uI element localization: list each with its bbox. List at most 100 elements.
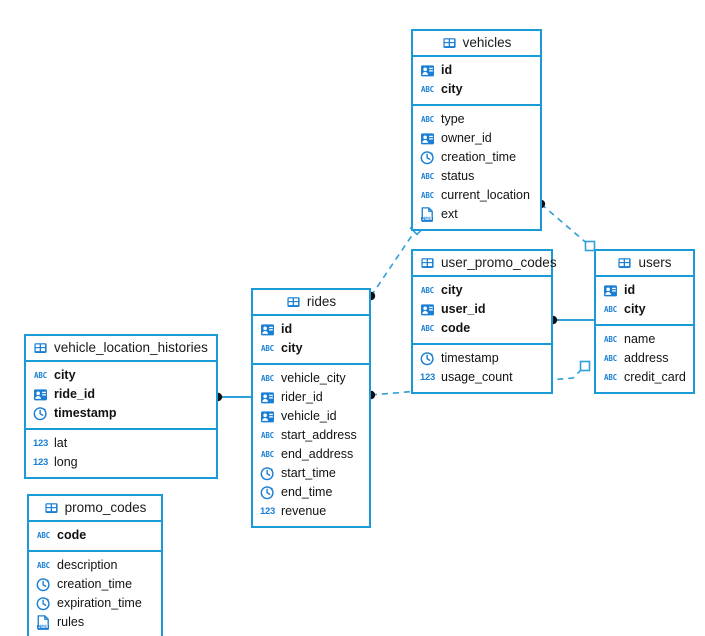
id-badge-icon bbox=[33, 387, 48, 402]
field-row[interactable]: ABC start_address bbox=[253, 426, 369, 445]
table-header-users[interactable]: users bbox=[596, 251, 693, 277]
table-header-user_promo_codes[interactable]: user_promo_codes bbox=[413, 251, 557, 277]
table-icon bbox=[442, 36, 457, 51]
primary-key-row[interactable]: ride_id bbox=[26, 385, 216, 404]
table-header-rides[interactable]: rides bbox=[253, 290, 369, 316]
field-label: creation_time bbox=[441, 150, 517, 165]
primary-key-row[interactable]: user_id bbox=[413, 300, 551, 319]
primary-key-row[interactable]: id bbox=[413, 61, 540, 80]
table-header-promo_codes[interactable]: promo_codes bbox=[29, 496, 161, 522]
json-document-icon: JSON bbox=[36, 615, 51, 630]
abc-string-icon: ABC bbox=[604, 334, 617, 344]
primary-key-row[interactable]: ABC city bbox=[413, 281, 551, 300]
relationship-vlh-rides[interactable] bbox=[213, 392, 251, 402]
primary-key-row[interactable]: id bbox=[596, 281, 693, 300]
field-label: end_time bbox=[281, 485, 333, 500]
field-row[interactable]: end_time bbox=[253, 483, 369, 502]
field-label: lat bbox=[54, 436, 68, 451]
relationship-vehicles-users[interactable] bbox=[536, 199, 596, 252]
field-row[interactable]: 123 lat bbox=[26, 434, 216, 453]
table-icon bbox=[44, 501, 59, 516]
field-label: usage_count bbox=[441, 370, 513, 385]
table-icon bbox=[286, 295, 301, 310]
abc-string-icon: ABC bbox=[261, 430, 274, 440]
primary-key-row[interactable]: timestamp bbox=[26, 404, 216, 423]
one-endpoint-square bbox=[579, 360, 591, 372]
table-header-vehicle_location_histories[interactable]: vehicle_location_histories bbox=[26, 336, 216, 362]
table-header-vehicles[interactable]: vehicles bbox=[413, 31, 540, 57]
123-number-icon: 123 bbox=[33, 437, 48, 449]
id-badge-icon bbox=[260, 390, 275, 405]
field-label: start_time bbox=[281, 466, 336, 481]
123-number-icon: 123 bbox=[33, 456, 48, 468]
relationship-upc-users[interactable] bbox=[548, 315, 594, 325]
primary-key-label: id bbox=[441, 63, 453, 78]
abc-string-icon: ABC bbox=[37, 530, 50, 540]
clock-icon bbox=[36, 596, 51, 611]
field-row[interactable]: timestamp bbox=[413, 349, 551, 368]
123-number-icon: 123 bbox=[260, 505, 275, 517]
field-row[interactable]: creation_time bbox=[29, 575, 161, 594]
primary-key-label: city bbox=[441, 82, 463, 97]
abc-string-icon: ABC bbox=[421, 285, 434, 295]
field-row[interactable]: ABC name bbox=[596, 330, 693, 349]
primary-key-label: user_id bbox=[441, 302, 486, 317]
svg-text:JSON: JSON bbox=[422, 216, 432, 221]
id-badge-icon bbox=[420, 63, 435, 78]
field-row[interactable]: vehicle_id bbox=[253, 407, 369, 426]
field-row[interactable]: start_time bbox=[253, 464, 369, 483]
field-label: vehicle_city bbox=[281, 371, 346, 386]
table-title: rides bbox=[306, 294, 337, 310]
abc-string-icon: ABC bbox=[34, 370, 47, 380]
id-badge-icon bbox=[420, 302, 435, 317]
primary-key-label: city bbox=[441, 283, 463, 298]
field-label: creation_time bbox=[57, 577, 133, 592]
clock-icon bbox=[420, 351, 435, 366]
field-row[interactable]: expiration_time bbox=[29, 594, 161, 613]
table-icon bbox=[617, 256, 632, 271]
field-label: expiration_time bbox=[57, 596, 142, 611]
field-label: start_address bbox=[281, 428, 357, 443]
abc-string-icon: ABC bbox=[421, 114, 434, 124]
field-row[interactable]: creation_time bbox=[413, 148, 540, 167]
primary-key-label: id bbox=[624, 283, 636, 298]
field-label: name bbox=[624, 332, 656, 347]
id-badge-icon bbox=[420, 131, 435, 146]
field-row[interactable]: rider_id bbox=[253, 388, 369, 407]
field-row[interactable]: owner_id bbox=[413, 129, 540, 148]
table-title: users bbox=[638, 255, 672, 271]
primary-key-row[interactable]: id bbox=[253, 320, 369, 339]
primary-key-label: timestamp bbox=[54, 406, 117, 421]
abc-string-icon: ABC bbox=[421, 323, 434, 333]
